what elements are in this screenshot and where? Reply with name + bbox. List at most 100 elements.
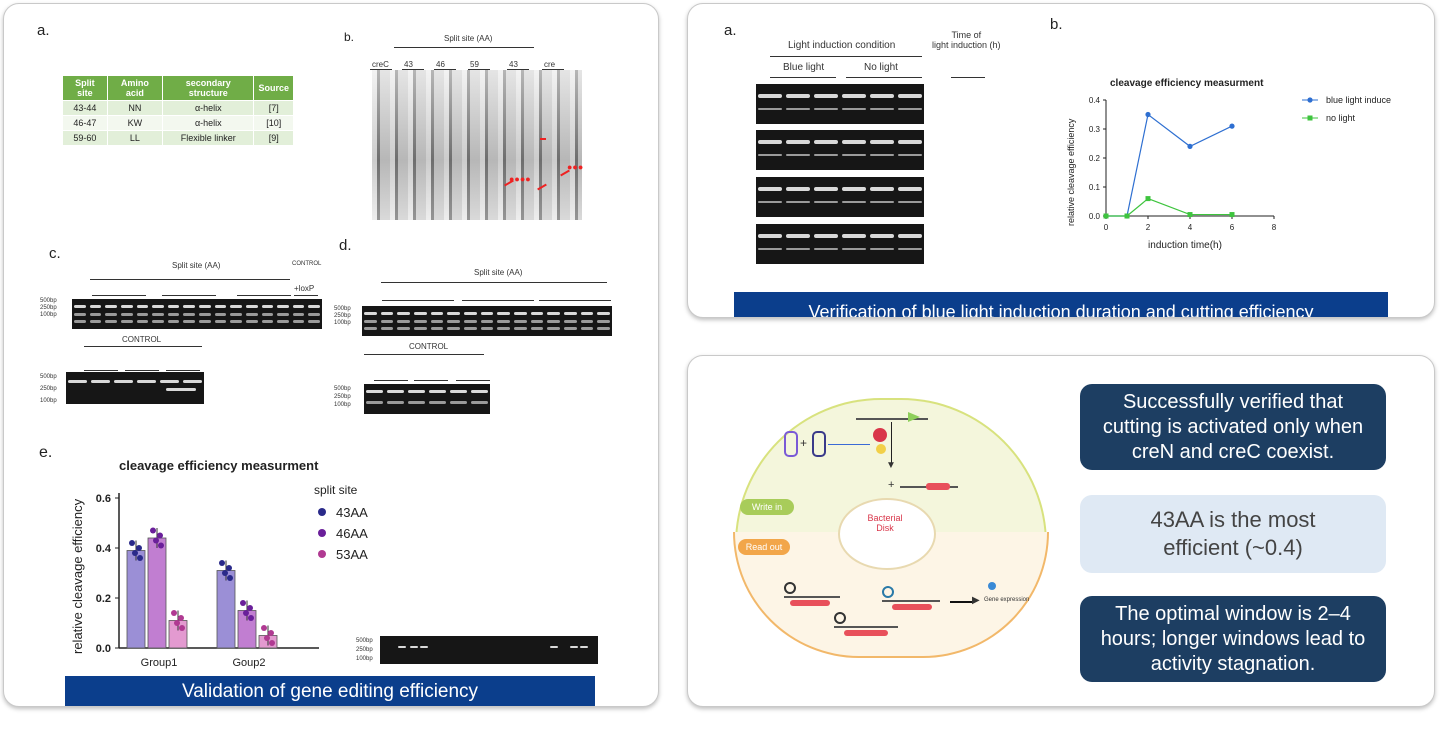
gel-band [758,248,782,250]
data-point [268,630,274,636]
bar [216,570,236,649]
table-cell: α-helix [162,100,255,116]
gel-band [814,234,838,238]
gel-band [550,646,558,648]
data-point [136,545,142,551]
gel-band [514,327,527,330]
data-point [158,542,164,549]
x-tick-label: 8 [1272,223,1277,232]
gel-band [447,327,460,330]
panel-d-bracket [381,282,607,283]
time-gel [756,130,924,170]
gene-bar [844,630,888,636]
gel-band [870,140,894,144]
cond-none: No light [864,62,898,73]
gel-band [758,234,782,238]
gel-band [564,319,577,323]
gel-band [898,187,922,191]
group-line [92,295,146,296]
size-marker: 100bp [356,656,373,662]
gel-band [397,327,410,330]
gel-band [842,154,866,156]
bar [147,537,167,649]
lane-label: 46 [436,60,445,69]
y-tick-label: 0.6 [96,493,111,505]
panel-b-title: Split site (AA) [444,34,493,43]
y-tick-label: 0.0 [1089,212,1101,221]
x-axis-label: induction time(h) [1148,240,1222,251]
gel-band [199,312,211,316]
legend-title: split site [314,483,358,497]
plasmid-icon [784,431,798,457]
time-header: Time of light induction (h) [932,30,1001,50]
gel-band [397,312,410,315]
gel-band [564,312,577,315]
size-marker: 100bp [40,312,57,318]
panel-d-control-gel [364,384,490,414]
gel-band [898,154,922,156]
gel-band [120,305,133,308]
gel-band [277,312,289,316]
panel-d-control: CONTROL [409,342,449,351]
control-lane-line [374,380,408,381]
gel-band [870,234,894,238]
plus-sign: + [888,479,895,491]
gel-band [870,108,894,110]
gel-band [429,390,446,393]
bar [126,550,146,649]
table-cell: NN [106,100,164,116]
gel-band [364,312,377,315]
legend-swatch [318,550,326,558]
table-header-cell: secondary structure [162,75,255,101]
blue-light-arrow [828,444,870,445]
gel-band [183,312,195,316]
gel-band [277,320,289,323]
gel-band [105,305,117,308]
gel-band [429,400,446,404]
gel-band [450,400,467,404]
group-line [237,295,291,296]
time-gel [756,177,924,217]
gel-band [464,327,477,330]
gel-band [91,380,110,383]
control-lane-line [84,370,118,371]
gel-band [74,312,86,316]
note-coexist: Successfully verified that cutting is ac… [1080,384,1386,470]
gel-band [89,320,102,323]
gene-expression-label: Gene expression [984,597,1030,603]
size-marker: 250bp [356,647,373,653]
table-cell: 43-44 [62,100,108,116]
gel-band [758,94,782,98]
table-header-cell: Split site [62,75,108,101]
legend-swatch [318,529,326,537]
gel-band [387,400,404,404]
right-top-caption: Verification of blue light induction dur… [734,292,1388,317]
gel-band [230,312,242,316]
gel-band [564,327,577,330]
panel-b-sds-gel: ●●●● ●●● [372,70,584,220]
gel-band [530,312,544,315]
y-tick-label: 0.1 [1089,183,1101,192]
gel-band [514,312,527,315]
gel-band [814,248,838,250]
x-tick-label: 4 [1188,223,1193,232]
gel-band [308,312,320,316]
y-tick-label: 0.2 [96,593,111,605]
gel-band [870,201,894,203]
control-lane-line [414,380,448,381]
table-cell: [10] [253,115,294,131]
data-point [222,570,228,576]
gel-band [870,248,894,250]
gel-band [199,320,211,323]
gel-band [152,320,164,323]
star-marker: ●●● [567,162,584,172]
gel-band [105,320,117,323]
header-line [770,56,922,57]
gel-band [167,312,180,316]
gel-band [842,187,866,191]
y-axis-label: relative cleavage efficiency [1066,118,1076,226]
chart-title: cleavage efficiency measurment [1110,78,1264,89]
gel-band [842,108,866,110]
gel-band [786,201,810,203]
